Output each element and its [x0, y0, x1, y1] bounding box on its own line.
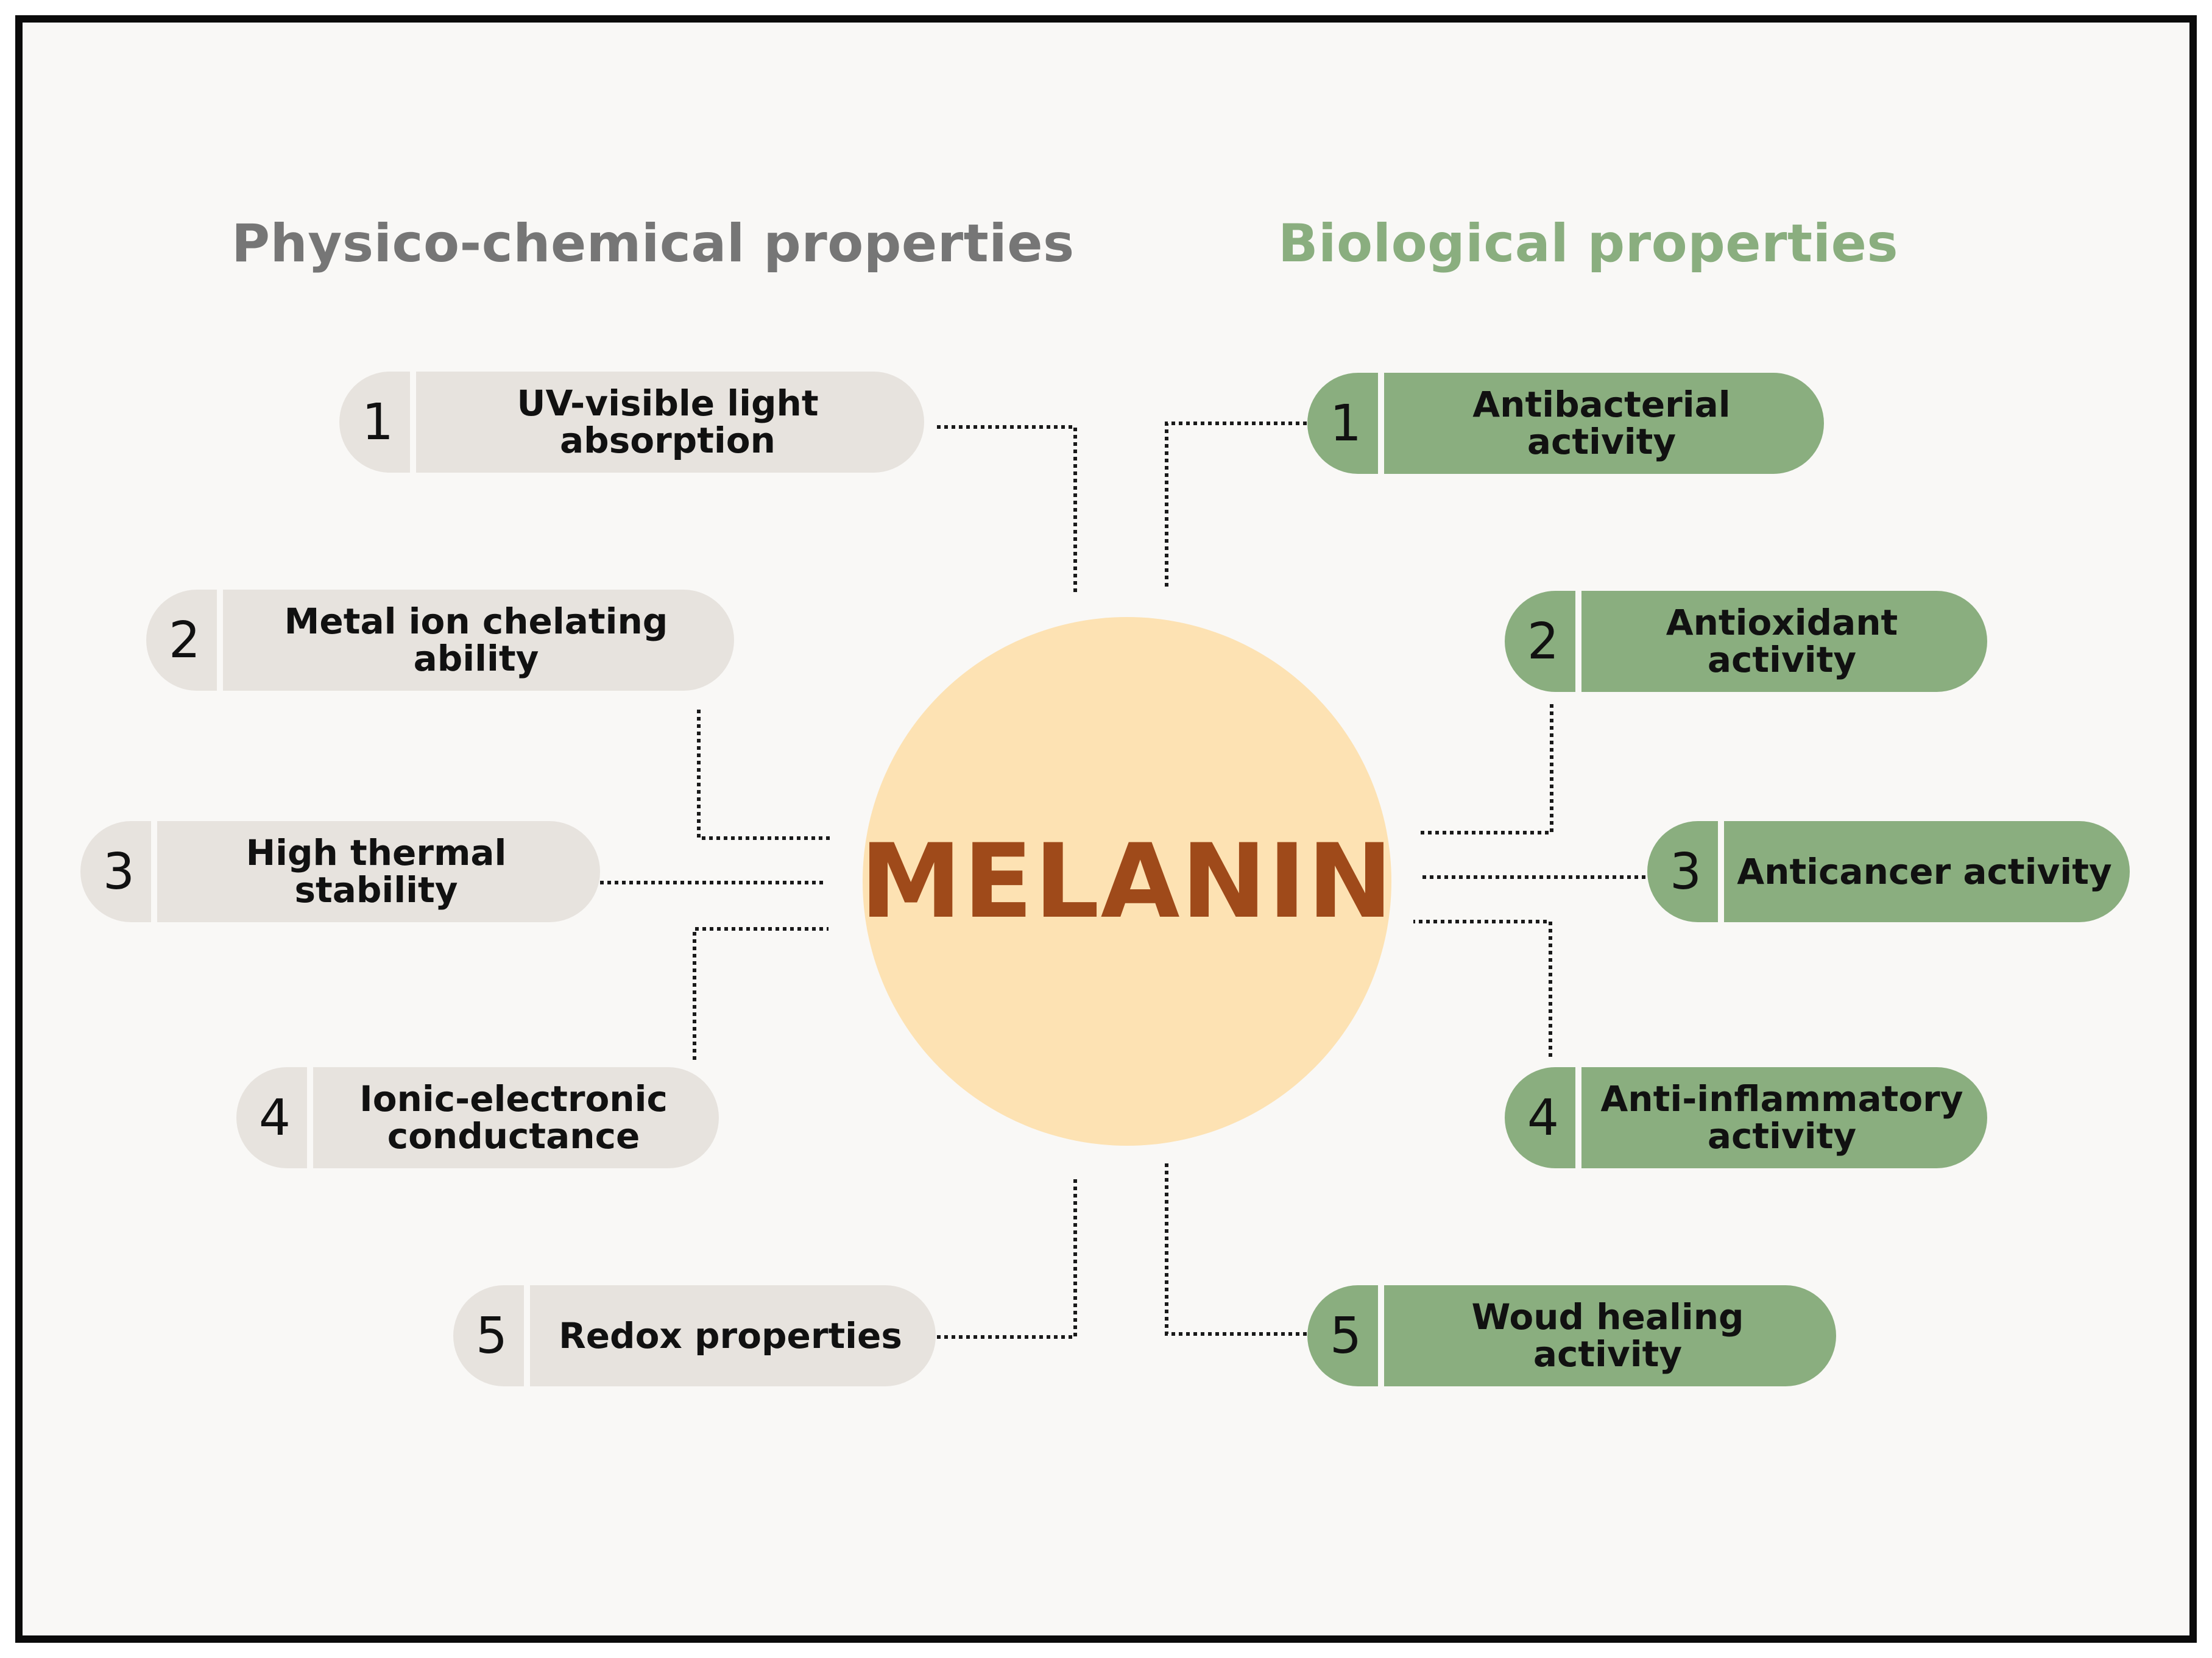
item-label: Anti-inflammatory activity [1600, 1078, 1963, 1157]
item-number: 4 [236, 1067, 313, 1168]
biological-heading: Biological properties [1278, 213, 1899, 274]
item-label: UV-visible light absorption [517, 383, 819, 461]
biological-item-5: 5 Woud healing activity [1307, 1285, 1836, 1386]
item-number: 3 [80, 821, 157, 922]
item-number: 5 [453, 1285, 530, 1386]
item-number: 4 [1505, 1067, 1581, 1168]
physico-chemical-heading: Physico-chemical properties [231, 213, 1075, 274]
item-number: 2 [1505, 591, 1581, 692]
biological-item-4: 4 Anti-inflammatory activity [1505, 1067, 1987, 1168]
physico-item-2: 2 Metal ion chelating ability [146, 590, 734, 691]
item-number: 2 [146, 590, 223, 691]
item-label: Woud healing activity [1471, 1296, 1744, 1375]
physico-item-3: 3 High thermal stability [80, 821, 600, 922]
item-number: 1 [339, 372, 416, 473]
biological-item-2: 2 Antioxidant activity [1505, 591, 1987, 692]
item-label: Ionic-electronic conductance [359, 1078, 668, 1157]
item-label: Metal ion chelating ability [284, 601, 668, 679]
physico-item-4: 4 Ionic-electronic conductance [236, 1067, 719, 1168]
item-label: High thermal stability [246, 832, 507, 911]
biological-item-3: 3 Anticancer activity [1647, 821, 2130, 922]
hub-label: MELANIN [860, 822, 1394, 941]
item-label: Antioxidant activity [1666, 602, 1898, 680]
item-number: 3 [1647, 821, 1724, 922]
melanin-hub: MELANIN [860, 617, 1394, 1146]
item-label: Anticancer activity [1737, 850, 2112, 892]
physico-item-1: 1 UV-visible light absorption [339, 372, 924, 473]
physico-item-5: 5 Redox properties [453, 1285, 936, 1386]
biological-item-1: 1 Antibacterial activity [1307, 373, 1824, 474]
item-label: Antibacterial activity [1472, 384, 1731, 462]
item-label: Redox properties [559, 1314, 902, 1356]
item-number: 5 [1307, 1285, 1384, 1386]
item-number: 1 [1307, 373, 1384, 474]
